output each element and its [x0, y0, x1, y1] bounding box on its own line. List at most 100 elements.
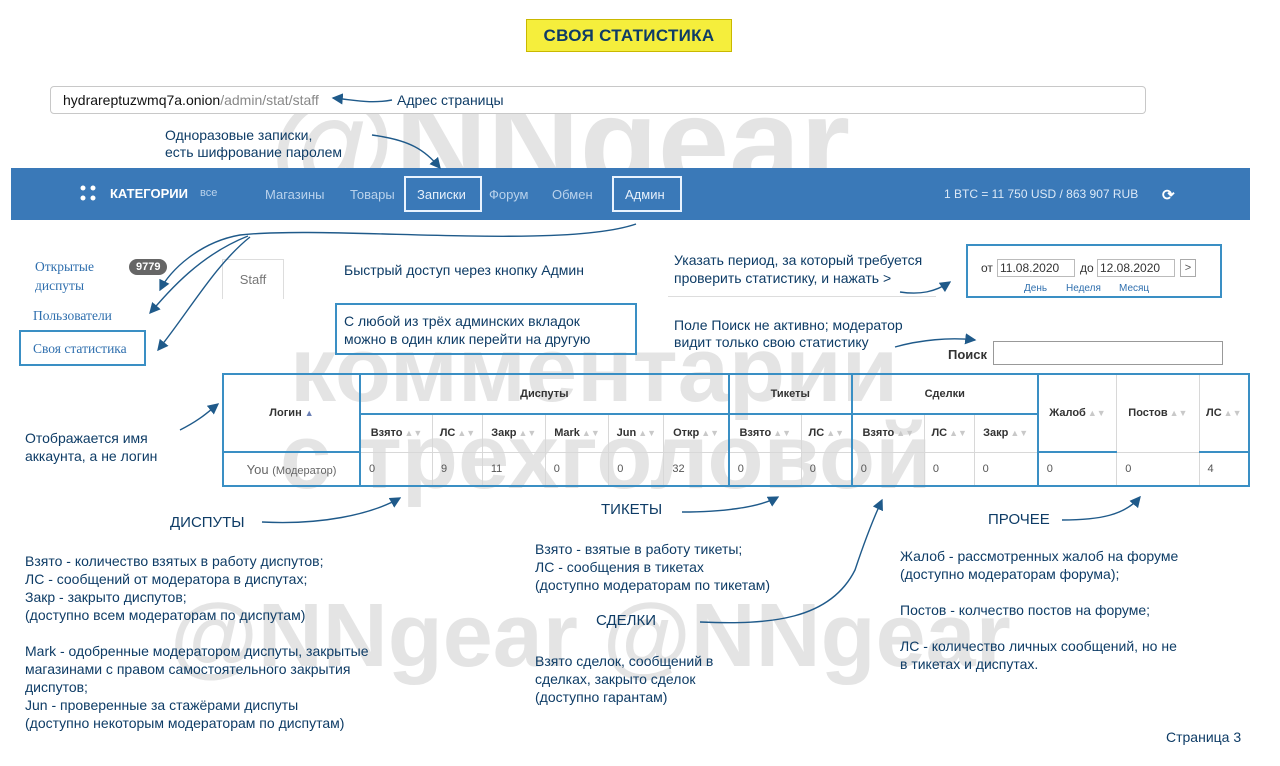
search-input[interactable]: [993, 341, 1223, 365]
tab-staff[interactable]: Staff: [222, 259, 284, 299]
head-other: ПРОЧЕЕ: [988, 511, 1050, 528]
period-divider: [668, 296, 936, 297]
col-tickets-pm[interactable]: ЛС▲▼: [800, 413, 853, 453]
cell-value: 0: [800, 451, 853, 487]
arrow-account: [179, 403, 220, 431]
nav-forum[interactable]: Форум: [489, 187, 529, 202]
annotation-search-1: Поле Поиск не активно; модератор: [674, 317, 903, 333]
sidebar-users[interactable]: Пользователи: [33, 308, 112, 323]
cell-value: 0: [1037, 451, 1118, 487]
sidebar-open-disputes[interactable]: Открытые диспуты: [35, 257, 94, 295]
open-disputes-badge: 9779: [129, 259, 168, 275]
cell-value: 0: [544, 451, 610, 487]
nav-shops[interactable]: Магазины: [265, 187, 325, 202]
nav-notes-highlight: [404, 176, 482, 212]
sidebar-open-disputes-line1: Открытые: [35, 259, 94, 274]
cell-value: 0: [359, 451, 434, 487]
desc-disputes: Взято - количество взятых в работу диспу…: [25, 553, 369, 731]
head-tickets: ТИКЕТЫ: [601, 501, 663, 518]
date-go-button[interactable]: >: [1180, 259, 1196, 277]
period-month-link[interactable]: Месяц: [1119, 283, 1150, 294]
stats-table: Логин ▲ Диспуты Тикеты Сделки Жалоб▲▼ По…: [222, 373, 1250, 487]
group-disputes: Диспуты: [359, 373, 730, 415]
cell-value: 11: [481, 451, 546, 487]
btc-rate: 1 BTC = 11 750 USD / 863 907 RUB: [944, 187, 1139, 201]
date-filter-box: [966, 244, 1222, 298]
nav-goods[interactable]: Товары: [350, 187, 395, 202]
arrow-notes: [371, 134, 441, 170]
nav-exchange[interactable]: Обмен: [552, 187, 593, 202]
date-to-label: до: [1080, 261, 1094, 275]
annotation-account-2: аккаунта, а не логин: [25, 448, 158, 464]
col-disputes-closed[interactable]: Закр▲▼: [481, 413, 546, 453]
annotation-account-1: Отображается имя: [25, 430, 148, 446]
arrow-disputes: [261, 497, 402, 524]
annotation-admin-quick: Быстрый доступ через кнопку Админ: [344, 262, 584, 278]
cell-value: 9: [432, 451, 483, 487]
arrow-admin-1: [159, 223, 637, 292]
cell-value: 0: [728, 451, 802, 487]
categories-grid-icon[interactable]: [80, 185, 96, 201]
annotation-period-1: Указать период, за который требуется: [674, 252, 923, 268]
arrow-tickets: [681, 496, 780, 513]
annotation-notes-1: Одноразовые записки,: [165, 127, 313, 143]
date-to-input[interactable]: 12.08.2020: [1097, 259, 1175, 277]
categories-all[interactable]: все: [200, 187, 218, 199]
own-stats-highlight: [19, 330, 146, 366]
table-row: You (Модератор) 0 9 11 0 0 32 0 0 0 0 0 …: [222, 451, 1250, 487]
col-pm[interactable]: ЛС▲▼: [1198, 373, 1250, 453]
desc-tickets: Взято - взятые в работу тикеты; ЛС - соо…: [535, 541, 771, 593]
url-path: /admin/stat/staff: [220, 92, 319, 108]
date-from-input[interactable]: 11.08.2020: [997, 259, 1075, 277]
nav-admin-highlight: [612, 176, 682, 212]
col-deals-pm[interactable]: ЛС▲▼: [923, 413, 975, 453]
arrow-other: [1061, 495, 1141, 521]
url-host: hydrareptuzwmq7a.onion: [63, 92, 221, 108]
page-title: СВОЯ СТАТИСТИКА: [526, 19, 732, 52]
search-label: Поиск: [948, 347, 988, 362]
period-day-link[interactable]: День: [1024, 283, 1048, 294]
date-from-label: от: [981, 261, 993, 275]
arrow-deals: [699, 498, 883, 624]
annotation-notes-2: есть шифрование паролем: [165, 144, 343, 160]
arrow-search: [894, 333, 977, 348]
arrow-period: [899, 281, 952, 294]
head-disputes: ДИСПУТЫ: [170, 514, 245, 531]
page-number: Страница 3: [1166, 729, 1242, 745]
annotation-address: Адрес страницы: [397, 92, 504, 108]
annotation-search-2: видит только свою статистику: [674, 334, 869, 350]
tabs-note-box: [335, 303, 637, 355]
watermark-nngear-bottom: @NNgear @NNgear: [170, 586, 1011, 686]
address-bar[interactable]: hydrareptuzwmq7a.onion/admin/stat/staff: [50, 86, 1146, 114]
head-deals: СДЕЛКИ: [596, 612, 657, 629]
col-complaints[interactable]: Жалоб▲▼: [1036, 373, 1118, 453]
cell-value: 32: [663, 451, 730, 487]
cell-value: 0: [851, 451, 925, 487]
refresh-rate-icon[interactable]: ⟳: [1162, 187, 1175, 204]
cell-value: 0: [1116, 451, 1200, 487]
categories-button[interactable]: КАТЕГОРИИ: [110, 186, 188, 201]
annotation-tabs-1: С любой из трёх админских вкладок: [344, 313, 580, 329]
cell-value: 0: [923, 451, 975, 487]
period-week-link[interactable]: Неделя: [1066, 283, 1101, 294]
arrow-admin-3: [157, 236, 251, 352]
annotation-tabs-2: можно в один клик перейти на другую: [344, 331, 591, 347]
group-tickets: Тикеты: [727, 373, 853, 415]
col-posts[interactable]: Постов▲▼: [1116, 373, 1200, 453]
col-disputes-taken[interactable]: Взято▲▼: [359, 413, 434, 453]
nav-notes[interactable]: Записки: [417, 187, 466, 202]
cell-value: 0: [973, 451, 1039, 487]
nav-admin[interactable]: Админ: [625, 187, 665, 202]
col-disputes-open[interactable]: Откр▲▼: [663, 413, 730, 453]
col-login[interactable]: Логин ▲: [222, 373, 361, 453]
desc-deals: Взято сделок, сообщений в сделках, закры…: [535, 653, 714, 705]
arrow-address: [331, 93, 393, 105]
annotation-period-2: проверить статистику, и нажать >: [674, 270, 892, 286]
row-login: You (Модератор): [222, 451, 361, 487]
sidebar-open-disputes-line2: диспуты: [35, 278, 85, 293]
sidebar-own-stats[interactable]: Своя статистика: [33, 341, 127, 356]
cell-value: 0: [608, 451, 665, 487]
col-deals-taken[interactable]: Взято▲▼: [851, 413, 925, 453]
arrow-admin-2: [149, 235, 249, 315]
